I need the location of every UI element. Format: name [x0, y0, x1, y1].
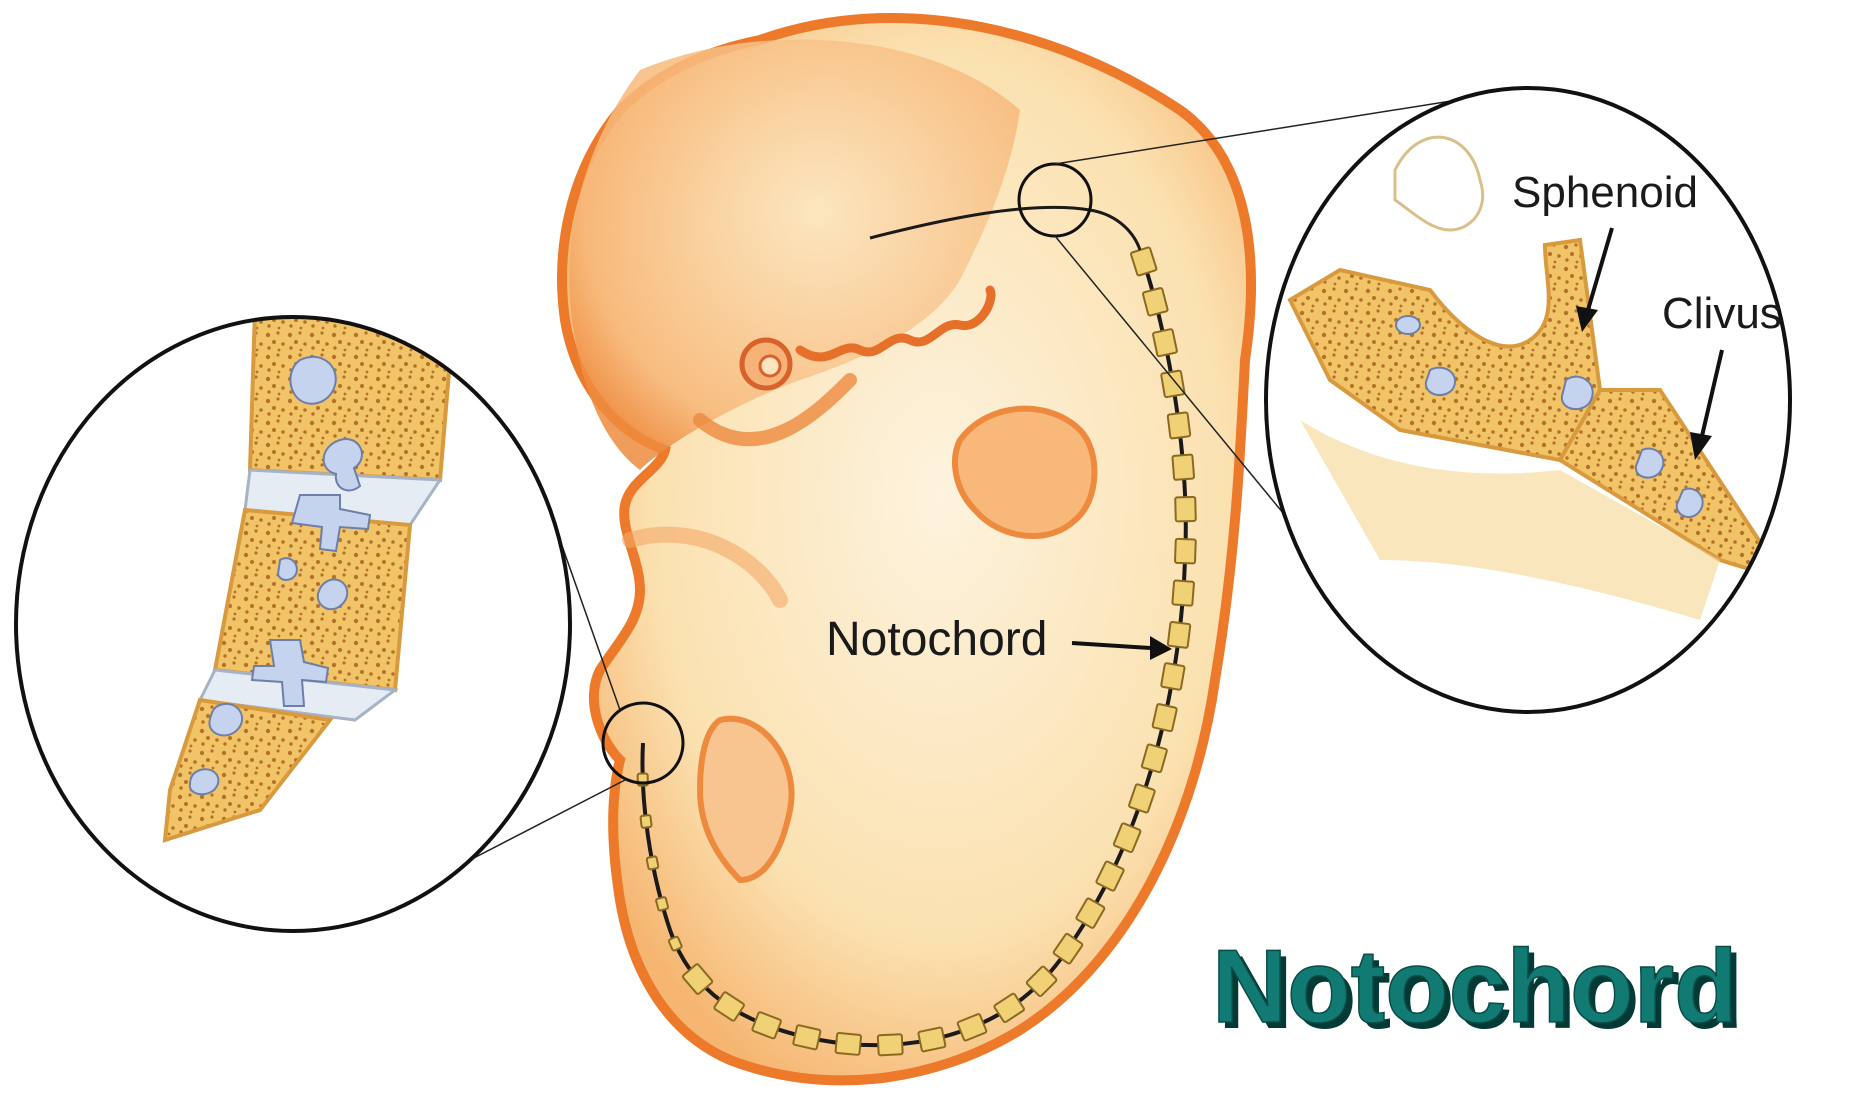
sphenoid-label: Sphenoid [1512, 168, 1698, 217]
vertebral-segment [1161, 663, 1185, 690]
vertebral-segment [1152, 704, 1177, 732]
vertebral-segment [1172, 454, 1194, 479]
embryo-eye [742, 340, 790, 388]
notochord-label: Notochord [826, 613, 1047, 666]
vertebral-segment [1168, 412, 1191, 438]
page-title: Notochord Notochord [1212, 929, 1744, 1051]
vertebral-segment [1161, 370, 1185, 397]
vertebral-segment [1168, 622, 1191, 648]
vertebral-segment [1172, 580, 1194, 605]
vertebral-segment [656, 897, 669, 911]
title-text: Notochord [1212, 929, 1738, 1045]
clivus-label: Clivus [1662, 289, 1782, 338]
vertebral-segment [878, 1034, 903, 1055]
vertebral-segment [646, 856, 658, 870]
vertebral-segment [1153, 329, 1178, 357]
vertebral-segment [640, 815, 651, 828]
vertebrae-inset [16, 300, 570, 931]
vertebral-segment [1175, 539, 1196, 564]
vertebral-segment [1175, 497, 1196, 522]
vertebral-segment [793, 1025, 821, 1050]
vertebral-segment [918, 1027, 946, 1051]
vertebral-segment [835, 1033, 861, 1055]
